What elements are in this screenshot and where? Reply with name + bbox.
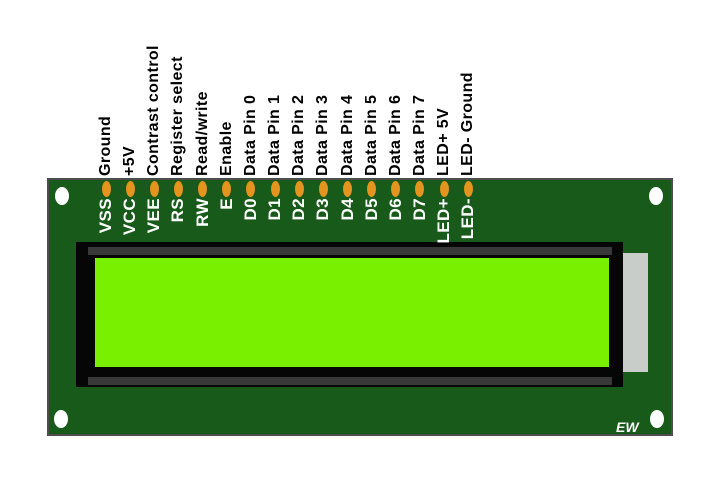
pin-dot-D5 bbox=[367, 181, 377, 197]
ew-logo: EW bbox=[616, 419, 639, 435]
pin-name-label: D6 bbox=[385, 198, 405, 221]
pin-dot-D1 bbox=[270, 181, 280, 197]
pin-name-label: RS bbox=[168, 198, 188, 223]
mounting-hole-bottom-left bbox=[54, 410, 68, 428]
pin-description-label: Enable bbox=[217, 121, 235, 176]
pin-name-label: VCC bbox=[120, 198, 140, 236]
pin-dot-VEE bbox=[149, 181, 159, 197]
pin-dot-D7 bbox=[415, 181, 425, 197]
pin-dot-D3 bbox=[318, 181, 328, 197]
pin-description-label: +5V bbox=[121, 145, 139, 176]
pin-description-label: LED- Ground bbox=[459, 72, 477, 176]
pin-description-label: Data Pin 7 bbox=[410, 94, 428, 176]
pin-dot-RW bbox=[198, 181, 208, 197]
bezel-frame-strip-top bbox=[88, 247, 612, 255]
bezel-frame-strip-bottom bbox=[88, 377, 612, 385]
pin-dot-E bbox=[222, 181, 232, 197]
pin-description-label: Ground bbox=[97, 115, 114, 176]
pin-description-label: Contrast control bbox=[145, 45, 163, 176]
pin-dot-VCC bbox=[125, 181, 135, 197]
mounting-hole-bottom-right bbox=[650, 410, 664, 428]
pin-description-label: Data Pin 6 bbox=[386, 94, 404, 176]
pin-description-label: Data Pin 3 bbox=[314, 94, 332, 176]
pin-name-label: D3 bbox=[313, 198, 333, 221]
pin-dot-LED+ bbox=[439, 181, 449, 197]
pin-description-label: Data Pin 2 bbox=[290, 94, 308, 176]
pin-name-label: VSS bbox=[96, 198, 115, 234]
pin-name-label: D5 bbox=[361, 198, 381, 221]
pin-name-label: D0 bbox=[240, 198, 260, 221]
pin-dot-VSS bbox=[101, 181, 111, 197]
pin-dot-D2 bbox=[294, 181, 304, 197]
pin-dot-D0 bbox=[246, 181, 256, 197]
pin-description-label: LED+ 5V bbox=[435, 107, 453, 176]
pin-description-label: Data Pin 0 bbox=[241, 94, 259, 176]
pin-description-label: Read/write bbox=[193, 91, 211, 176]
mounting-hole-top-right bbox=[649, 187, 663, 205]
pin-description-label: Data Pin 1 bbox=[266, 94, 284, 176]
pin-name-label: VEE bbox=[144, 198, 164, 234]
pin-name-label: D7 bbox=[409, 198, 429, 221]
pin-dot-D6 bbox=[391, 181, 401, 197]
pin-dot-RS bbox=[173, 181, 183, 197]
pin-description-label: Data Pin 4 bbox=[338, 94, 356, 176]
side-connector bbox=[623, 253, 648, 372]
pin-dot-LED- bbox=[463, 181, 473, 197]
pin-name-label: LED- bbox=[458, 198, 478, 240]
lcd-screen bbox=[95, 258, 609, 367]
pin-description-label: Register select bbox=[169, 56, 187, 176]
mounting-hole-top-left bbox=[55, 187, 69, 205]
pin-name-label: D2 bbox=[289, 198, 309, 221]
pin-name-label: LED+ bbox=[434, 198, 454, 244]
pin-name-label: E bbox=[216, 198, 236, 210]
pin-name-label: D4 bbox=[337, 198, 357, 221]
pin-dot-D4 bbox=[343, 181, 352, 197]
pin-name-label: D1 bbox=[265, 198, 285, 221]
pin-description-label: Data Pin 5 bbox=[362, 94, 380, 176]
pin-name-label: RW bbox=[192, 198, 212, 227]
